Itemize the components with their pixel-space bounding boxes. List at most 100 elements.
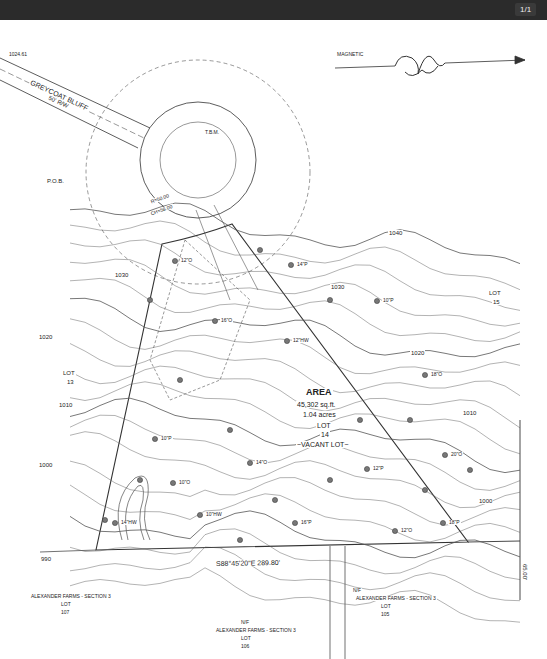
contour-line	[70, 344, 520, 396]
tree-label: 12"HW	[292, 338, 310, 343]
tree-label: 10"P	[160, 436, 173, 441]
contour-elevation: 1000	[38, 462, 53, 468]
contour-elevation: 1010	[58, 402, 73, 408]
tree-symbol	[170, 480, 175, 485]
tree-symbol	[172, 258, 177, 263]
tree-symbol	[102, 517, 107, 522]
contour-elevation: 1030	[330, 284, 345, 290]
plat-label: N/F	[352, 588, 362, 593]
generated-linework	[70, 203, 520, 622]
plat-label: 45,302 sq.ft.	[296, 401, 337, 408]
plat-label: 1024.61	[8, 52, 28, 57]
contour-line	[70, 382, 520, 454]
tree-symbol	[357, 417, 362, 422]
plat-label: LOT	[62, 370, 76, 376]
plat-label: ALEXANDER FARMS - SECTION 3	[355, 596, 437, 601]
tree-symbol	[440, 520, 445, 525]
tree-label: 16"O	[220, 318, 233, 323]
linework	[0, 56, 525, 659]
tree-symbol	[422, 487, 427, 492]
plat-label: ALEXANDER FARMS - SECTION 3	[30, 594, 112, 599]
plat-label: LOT	[316, 422, 332, 429]
contour-line	[70, 298, 520, 356]
tree-symbol	[197, 512, 202, 517]
contour-line	[70, 461, 520, 525]
contour-line	[70, 240, 520, 311]
road-centerline	[0, 69, 144, 138]
tree-label: 14"HW	[120, 520, 138, 525]
contour-elevation: 1020	[38, 334, 53, 340]
tree-label: 20"O	[450, 452, 463, 457]
tree-symbol	[227, 427, 232, 432]
plat-label: 14	[320, 431, 330, 438]
plat-label: LOT	[60, 602, 72, 607]
contour-line	[70, 432, 520, 508]
tree-symbol	[112, 520, 117, 525]
plat-label: ~VACANT LOT~	[296, 441, 349, 448]
plat-label: T.B.M.	[204, 130, 220, 135]
tree-label: 14"P	[296, 262, 309, 267]
contour-elevation: 1000	[478, 498, 493, 504]
tree-symbol	[407, 417, 412, 422]
tree-symbol	[327, 477, 332, 482]
tree-label: 12"O	[180, 258, 193, 263]
plat-label: ALEXANDER FARMS - SECTION 3	[215, 628, 297, 633]
tree-symbol	[422, 372, 427, 377]
plat-label: GREYCOAT BLUFF	[29, 78, 91, 112]
tree-symbol	[247, 460, 252, 465]
viewer-bar	[0, 0, 547, 20]
tree-label: 16"P	[300, 520, 313, 525]
plat-label: MAGNETIC	[336, 52, 364, 57]
contour-elevation: 1010	[462, 410, 477, 416]
tree-symbol	[137, 477, 142, 482]
plat-label: S88°45'20"E 289.80'	[215, 559, 281, 567]
cul-de-sac	[140, 102, 256, 218]
tree-label: 18"P	[448, 520, 461, 525]
contour-line	[70, 278, 520, 341]
north-arrow-ornament	[395, 56, 445, 75]
adjacent-lot-line	[40, 546, 345, 659]
page-counter: 1/1	[515, 3, 536, 16]
north-arrow-shaft	[335, 60, 525, 68]
tree-label: 10"O	[178, 480, 191, 485]
tree-symbol	[364, 466, 369, 471]
tree-label: 14"O	[255, 460, 268, 465]
tree-symbol	[327, 297, 332, 302]
plat-label: CH=58.00	[149, 204, 174, 217]
page-number: 1/1	[520, 5, 531, 14]
tree-label: 12"O	[400, 528, 413, 533]
driveway	[196, 205, 258, 300]
contour-line	[70, 511, 520, 558]
tree-symbol	[272, 497, 277, 502]
tree-symbol	[392, 528, 397, 533]
plat-label: LOT	[240, 636, 252, 641]
tree-symbol	[257, 247, 262, 252]
tree-symbol	[237, 537, 242, 542]
contour-line	[70, 529, 520, 580]
contour-elevation: 1020	[410, 350, 425, 356]
tree-symbol	[288, 262, 293, 267]
tree-symbol	[442, 452, 447, 457]
cul-de-sac-inner	[160, 122, 236, 198]
tree-symbol	[292, 520, 297, 525]
contour-elevation: 1030	[114, 272, 129, 278]
plat-label: 65.00'	[522, 563, 528, 581]
plat-label: 1.04 acres	[302, 411, 337, 418]
tree-symbol	[212, 318, 217, 323]
contour-line	[70, 485, 520, 542]
plat-label: AREA	[305, 388, 333, 397]
plat-label: 15	[492, 299, 501, 305]
tree-symbol	[374, 298, 379, 303]
plat-label: N/F	[240, 620, 250, 625]
tree-label: 12"P	[372, 466, 385, 471]
tree-symbol	[147, 297, 152, 302]
plat-label: 105	[380, 612, 390, 617]
lot-boundary	[96, 224, 468, 550]
plat-label: R=50.00	[149, 193, 170, 205]
tree-label: 18"O	[430, 372, 443, 377]
tree-symbol	[177, 377, 182, 382]
tree-label: 10"P	[382, 298, 395, 303]
tree-symbol	[284, 338, 289, 343]
contour-elevation: 990	[40, 556, 52, 562]
contour-line	[70, 547, 520, 601]
